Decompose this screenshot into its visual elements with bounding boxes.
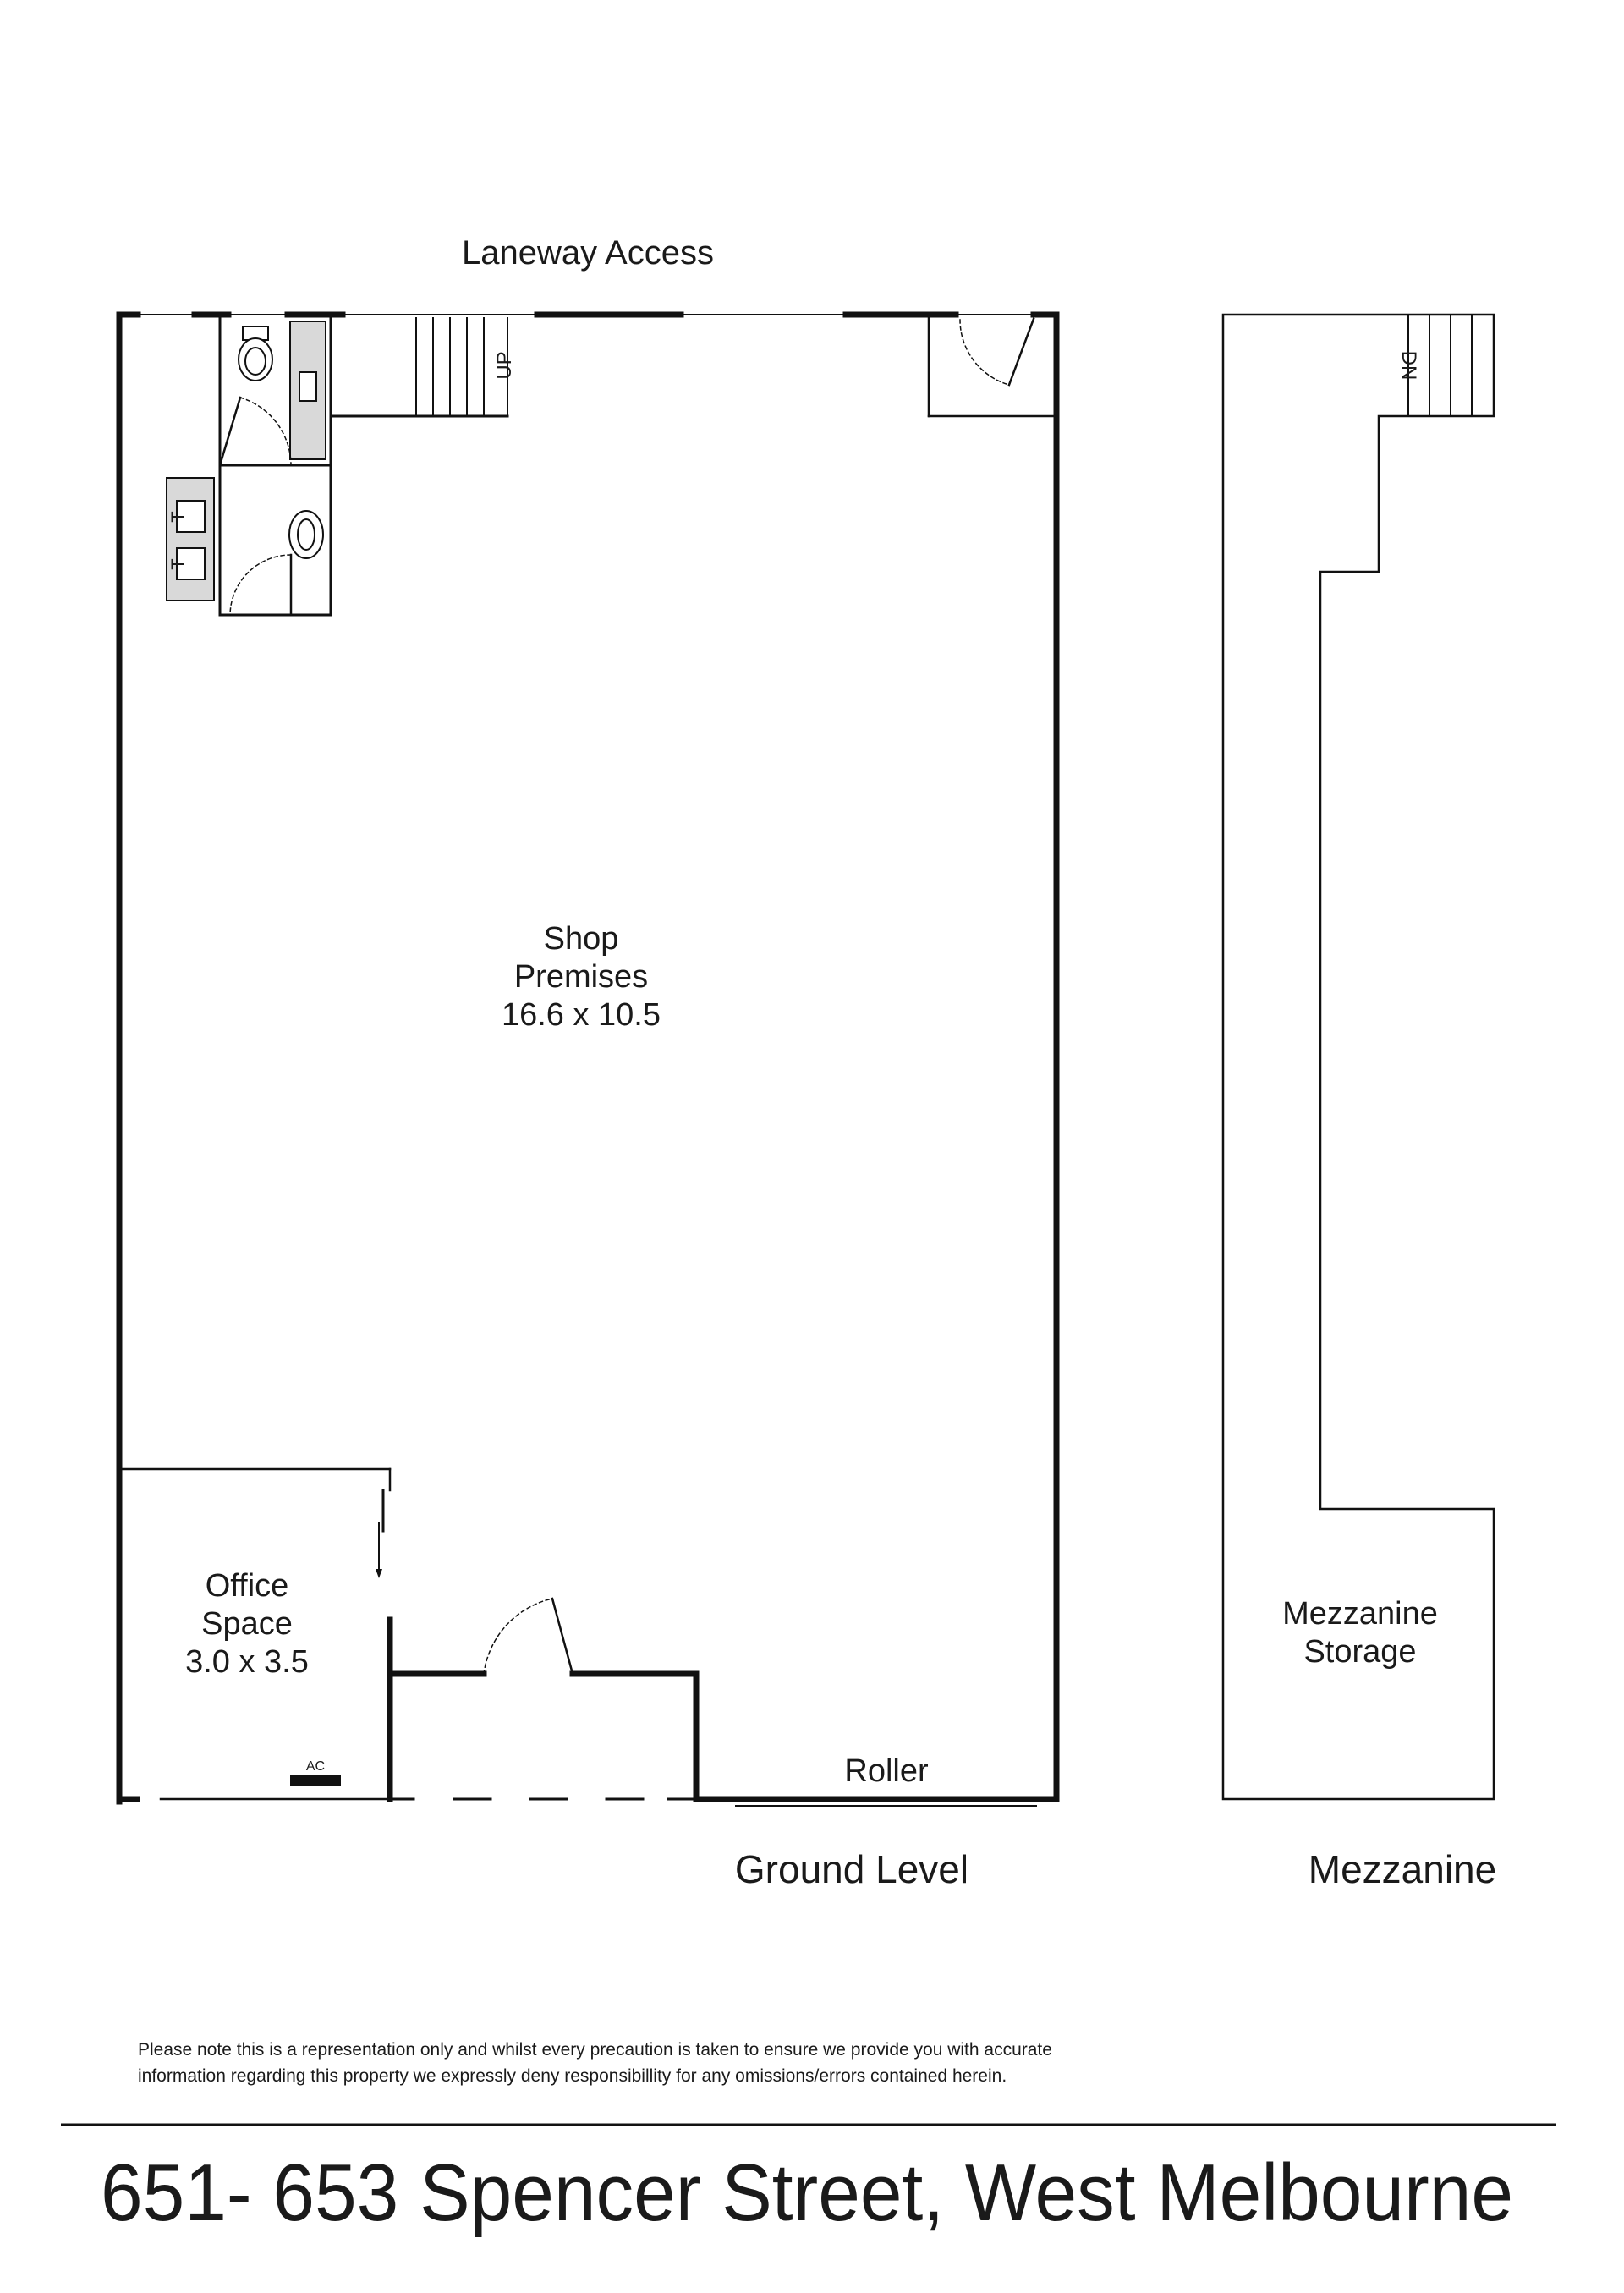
mezzanine-storage-line2: Storage: [1303, 1634, 1416, 1670]
mezzanine-title: Mezzanine: [1309, 1847, 1496, 1891]
property-address: 651- 653 Spencer Street, West Melbourne: [101, 2148, 1513, 2238]
mezzanine-storage-line1: Mezzanine: [1282, 1596, 1438, 1632]
ground-level-title: Ground Level: [735, 1847, 968, 1891]
office-name-line2: Space: [201, 1606, 293, 1642]
shop-name-line1: Shop: [544, 921, 619, 957]
basin-oval-icon: [288, 510, 324, 559]
mezzanine-outline: [1221, 313, 1495, 1801]
office-sliding-door: [376, 1489, 385, 1578]
disclaimer-line2: information regarding this property we e…: [138, 2066, 1007, 2086]
basin-icon: [299, 371, 317, 402]
laneway-access-label: Laneway Access: [462, 234, 714, 272]
office-name-line1: Office: [206, 1568, 289, 1604]
ground-level-plan: [116, 311, 1060, 1807]
laundry-tubs: [166, 477, 215, 601]
disclaimer-line1: Please note this is a representation onl…: [138, 2040, 1052, 2060]
mezzanine-plan: [1221, 313, 1495, 1801]
tub-label-1: T: [167, 511, 189, 522]
stairs-up-label: UP: [493, 351, 516, 379]
office-walls: [119, 1467, 392, 1801]
outer-walls: [116, 311, 1060, 1805]
front-entry-door: [483, 1597, 574, 1676]
roller-label: Roller: [844, 1753, 929, 1789]
shop-dimensions: 16.6 x 10.5: [502, 997, 661, 1033]
stairs-up: [415, 317, 508, 417]
tub-label-2: T: [167, 558, 189, 569]
stairs-down-label: DN: [1397, 351, 1420, 381]
office-dimensions: 3.0 x 3.5: [185, 1644, 309, 1680]
shop-name-line2: Premises: [514, 959, 648, 995]
rear-door-alcove: [927, 315, 1056, 418]
ac-label: AC: [306, 1759, 325, 1774]
toilet-icon: [238, 326, 273, 381]
ac-unit: [290, 1775, 341, 1786]
toilet-doors: [218, 396, 293, 617]
stairs-down: [1407, 315, 1473, 417]
